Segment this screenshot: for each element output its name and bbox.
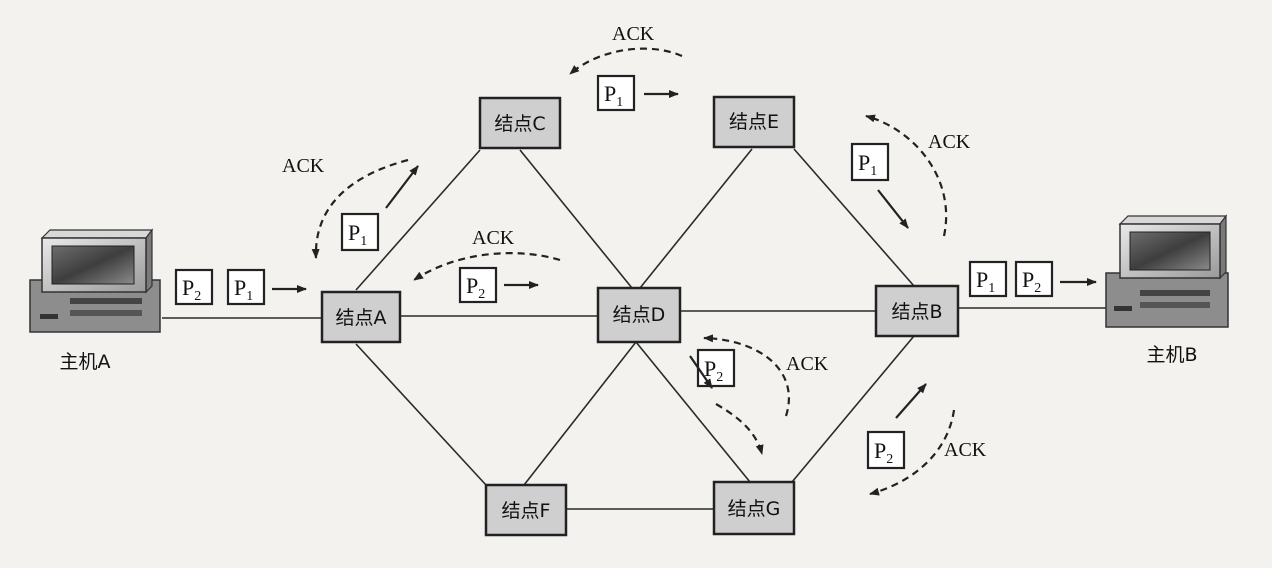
link-A-F	[355, 343, 487, 486]
packet-p2-ad-letter: P	[466, 273, 478, 298]
packet-p1-ac-letter: P	[348, 220, 360, 245]
ack-g-to-d-arc	[703, 334, 790, 417]
svg-text:P2: P2	[874, 438, 893, 467]
link-F-D	[523, 341, 637, 486]
node-a-label: 结点A	[336, 307, 387, 329]
svg-text:P2: P2	[466, 273, 485, 302]
svg-text:P1: P1	[234, 275, 253, 304]
link-D-G	[635, 341, 751, 483]
node-c: 结点C	[478, 96, 562, 150]
packet-p1-hostA-letter: P	[234, 275, 246, 300]
link-E-B	[793, 148, 915, 287]
ack-b-to-g-arc	[869, 409, 956, 496]
ack-label-g-d: ACK	[786, 353, 829, 375]
ack-d-to-g-return-arc	[715, 403, 764, 455]
node-b: 结点B	[874, 284, 960, 338]
arrow-g-to-b	[895, 383, 927, 419]
link-A-C	[355, 149, 481, 291]
links	[162, 148, 1112, 510]
svg-text:P2: P2	[182, 275, 201, 304]
host-a-computer-icon: 主机A	[29, 228, 161, 373]
ack-label-c-a: ACK	[282, 155, 325, 177]
packet-p2-hostA-letter: P	[182, 275, 194, 300]
node-d: 结点D	[596, 286, 682, 344]
arrow-a-to-c	[385, 165, 419, 209]
node-e-label: 结点E	[729, 111, 779, 133]
host-b-computer-icon: 主机B	[1105, 214, 1229, 366]
packet-p1-e-to-b: P1	[850, 142, 890, 182]
packet-p1-ac-sub: 1	[360, 234, 367, 249]
packet-p2-hostA-sub: 2	[194, 289, 201, 304]
packet-p2-hostB: P2	[1014, 260, 1054, 298]
packet-p1-ce-sub: 1	[616, 95, 623, 110]
link-G-B	[791, 335, 915, 483]
svg-text:P1: P1	[858, 150, 877, 179]
packet-p1-ce-letter: P	[604, 81, 616, 106]
svg-text:P2: P2	[1022, 267, 1041, 296]
ack-label-b-g: ACK	[944, 439, 987, 461]
arrow-e-to-b	[877, 189, 909, 229]
packet-p2-g-to-b: P2	[866, 430, 906, 470]
svg-text:P1: P1	[604, 81, 623, 110]
svg-text:P2: P2	[704, 356, 723, 385]
node-e: 结点E	[712, 95, 796, 149]
packet-p2-gb-sub: 2	[886, 452, 893, 467]
ack-label-b-e: ACK	[928, 131, 971, 153]
ack-b-to-e-arc	[865, 114, 948, 237]
node-g-label: 结点G	[728, 498, 781, 520]
host-a-label: 主机A	[60, 351, 111, 373]
packet-p2-dg-sub: 2	[716, 370, 723, 385]
ack-label-d-a: ACK	[472, 227, 515, 249]
ack-e-to-c-arc	[569, 47, 683, 75]
packet-p1-hostB-letter: P	[976, 267, 988, 292]
node-b-label: 结点B	[891, 301, 942, 323]
packet-p2-gb-letter: P	[874, 438, 886, 463]
packet-p1-eb-letter: P	[858, 150, 870, 175]
host-b-label: 主机B	[1146, 344, 1197, 366]
packet-p1-c-to-e: P1	[596, 74, 636, 112]
packet-p2-a-to-d: P2	[458, 266, 498, 304]
packet-p1-hostA-sub: 1	[246, 289, 253, 304]
node-d-label: 结点D	[613, 304, 666, 326]
ack-d-to-a-arc	[413, 252, 561, 281]
packet-p2-hostB-letter: P	[1022, 267, 1034, 292]
ack-label-e-c: ACK	[612, 23, 655, 45]
packet-p2-ad-sub: 2	[478, 287, 485, 302]
node-c-label: 结点C	[494, 113, 545, 135]
packet-p1-eb-sub: 1	[870, 164, 877, 179]
node-f: 结点F	[484, 483, 568, 537]
packet-p2-hostB-sub: 2	[1034, 281, 1041, 296]
packet-p1-a-to-c: P1	[340, 212, 380, 252]
packet-p1-hostB: P1	[968, 260, 1008, 298]
node-f-label: 结点F	[502, 500, 551, 522]
svg-text:P1: P1	[348, 220, 367, 249]
packet-p2-hostA: P2	[174, 268, 214, 306]
packet-p1-hostA: P1	[226, 268, 266, 306]
node-g: 结点G	[712, 480, 796, 536]
link-D-E	[639, 148, 753, 289]
packet-p1-hostB-sub: 1	[988, 281, 995, 296]
svg-text:P1: P1	[976, 267, 995, 296]
node-a: 结点A	[320, 290, 402, 344]
packet-p2-d-to-g: P2	[696, 348, 736, 388]
packet-p2-dg-letter: P	[704, 356, 716, 381]
link-C-D	[519, 149, 633, 289]
arrow-d-to-g	[689, 355, 713, 389]
